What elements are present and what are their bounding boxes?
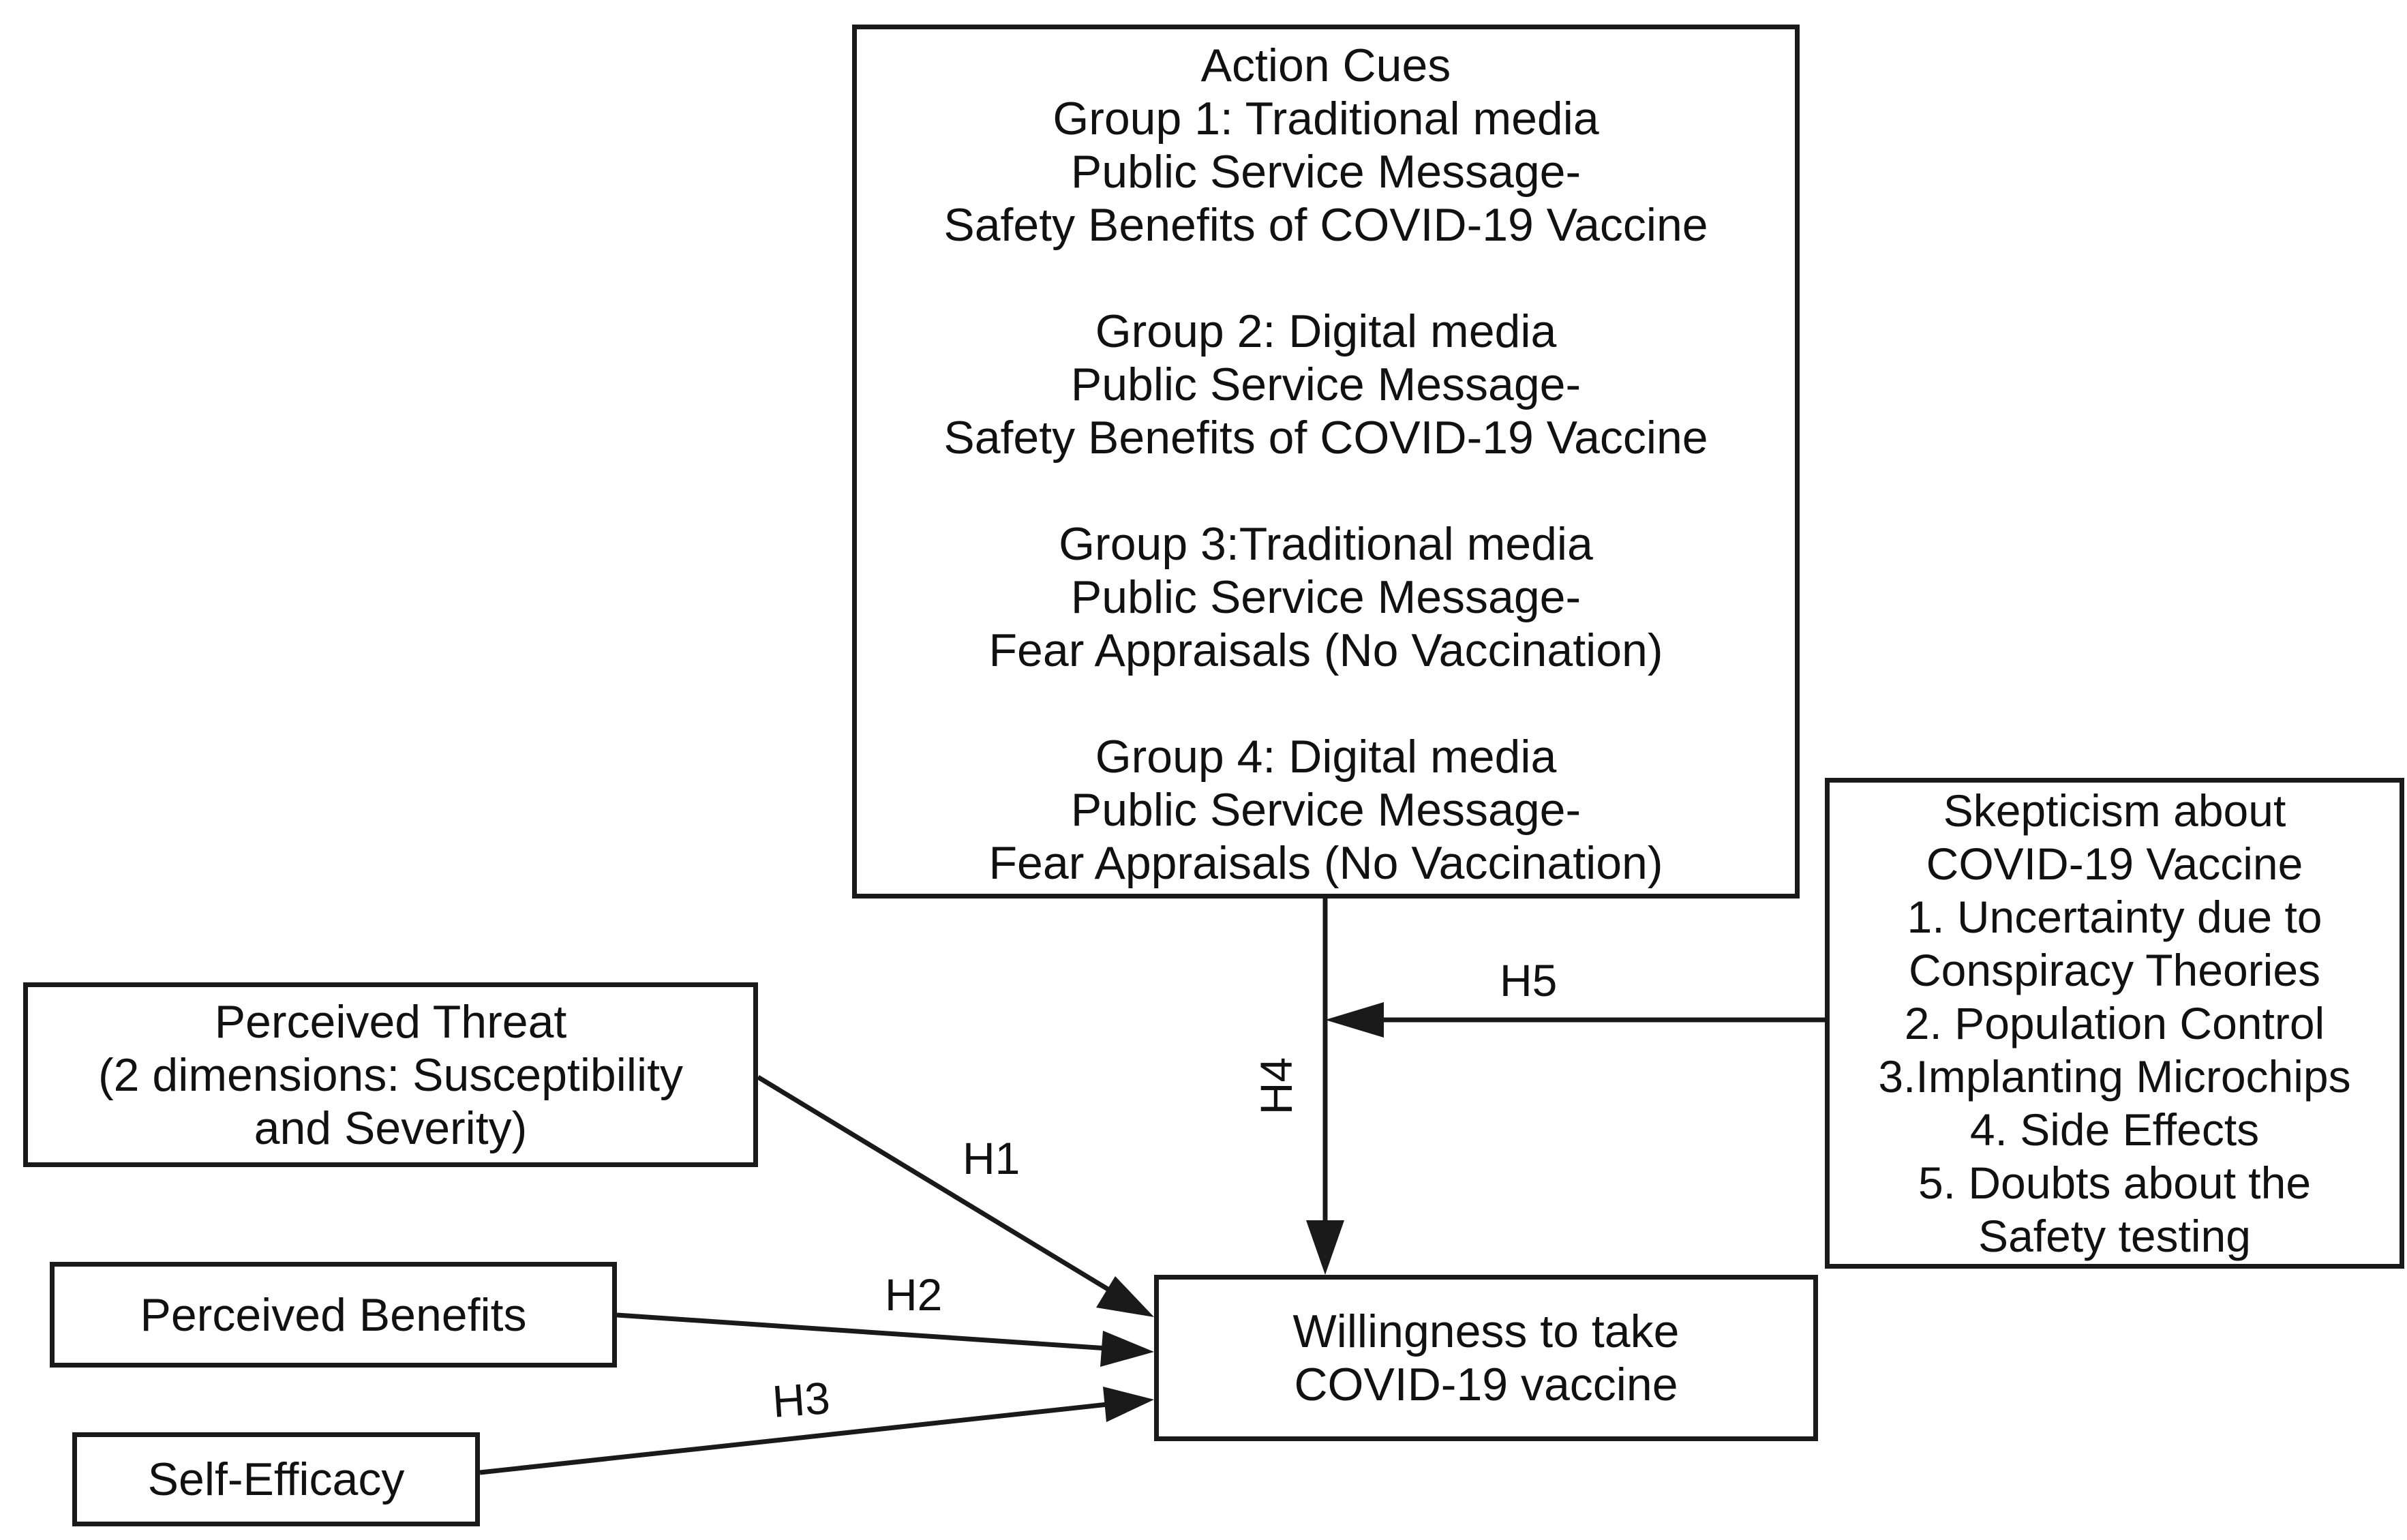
group-3-line-1: Group 3:Traditional media xyxy=(1059,518,1593,570)
group-1-line-2: Public Service Message- xyxy=(1070,146,1581,198)
skepticism-line: 5. Doubts about the xyxy=(1918,1158,2312,1208)
self-efficacy-label: Self-Efficacy xyxy=(147,1453,405,1505)
skepticism-line: 4. Side Effects xyxy=(1969,1104,2260,1155)
skepticism-line: Safety testing xyxy=(1978,1211,2251,1261)
edge-label-h5: H5 xyxy=(1500,955,1558,1006)
edge-h4-arrowhead xyxy=(1306,1220,1344,1275)
group-1-line-3: Safety Benefits of COVID-19 Vaccine xyxy=(943,199,1708,251)
edge-h2-line xyxy=(616,1312,1108,1351)
perceived-benefits-box: Perceived Benefits xyxy=(50,1262,617,1368)
action-cues-title: Action Cues xyxy=(1200,40,1451,91)
action-cues-box: Action Cues Group 1: Traditional media P… xyxy=(852,25,1800,899)
perceived-threat-line: (2 dimensions: Susceptibility xyxy=(98,1048,683,1101)
edge-h2-arrowhead xyxy=(1100,1331,1154,1367)
perceived-threat-box: Perceived Threat (2 dimensions: Suscepti… xyxy=(23,982,758,1167)
perceived-threat-line: Perceived Threat xyxy=(214,995,567,1048)
skepticism-line: Skepticism about xyxy=(1943,785,2286,836)
group-2-line-2: Public Service Message- xyxy=(1070,359,1581,410)
willingness-line: COVID-19 vaccine xyxy=(1294,1359,1678,1410)
willingness-box: Willingness to take COVID-19 vaccine xyxy=(1154,1275,1818,1441)
group-4-line-3: Fear Appraisals (No Vaccination) xyxy=(988,837,1663,889)
edge-h5-arrowhead xyxy=(1325,1002,1384,1038)
self-efficacy-box: Self-Efficacy xyxy=(72,1432,480,1526)
perceived-threat-line: and Severity) xyxy=(254,1102,528,1154)
group-4-line-1: Group 4: Digital media xyxy=(1095,731,1557,783)
skepticism-line: 1. Uncertainty due to xyxy=(1907,892,2322,942)
perceived-benefits-label: Perceived Benefits xyxy=(140,1288,527,1341)
skepticism-line: Conspiracy Theories xyxy=(1908,945,2321,995)
skepticism-line: 3.Implanting Microchips xyxy=(1878,1051,2351,1102)
skepticism-box: Skepticism about COVID-19 Vaccine 1. Unc… xyxy=(1825,778,2404,1269)
group-3-line-3: Fear Appraisals (No Vaccination) xyxy=(988,624,1663,676)
edge-h1-arrowhead xyxy=(1096,1276,1154,1317)
group-1-line-1: Group 1: Traditional media xyxy=(1053,93,1599,145)
group-3-line-2: Public Service Message- xyxy=(1070,571,1581,623)
group-2-line-1: Group 2: Digital media xyxy=(1095,305,1557,357)
group-4-line-2: Public Service Message- xyxy=(1070,784,1581,836)
group-2-line-3: Safety Benefits of COVID-19 Vaccine xyxy=(943,412,1708,464)
skepticism-line: COVID-19 Vaccine xyxy=(1926,839,2303,889)
skepticism-line: 2. Population Control xyxy=(1904,998,2325,1048)
edge-label-h3: H3 xyxy=(770,1372,832,1427)
edge-label-h4: H4 xyxy=(1251,1057,1302,1115)
willingness-line: Willingness to take xyxy=(1292,1305,1680,1357)
edge-h1-line xyxy=(757,1075,1119,1297)
edge-h3-arrowhead xyxy=(1103,1387,1154,1422)
edge-label-h2: H2 xyxy=(885,1269,943,1320)
edge-h3-line xyxy=(479,1402,1108,1475)
edge-label-h1: H1 xyxy=(963,1133,1020,1183)
